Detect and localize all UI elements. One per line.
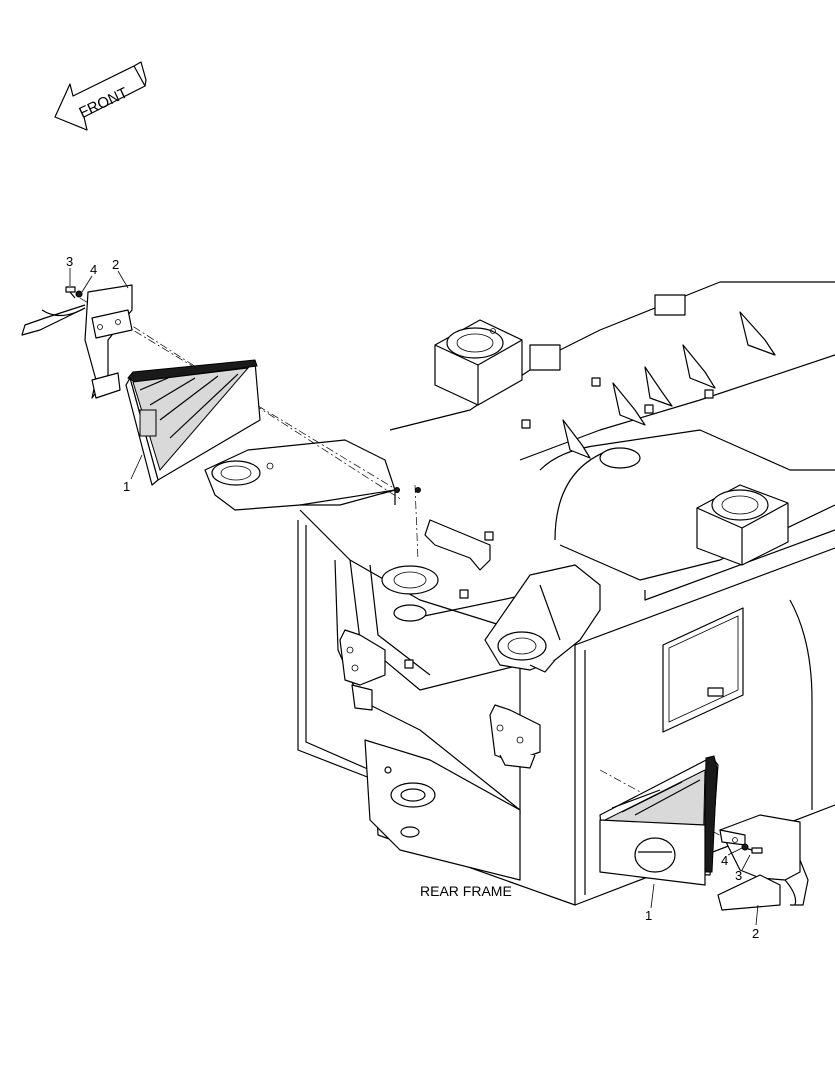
center-plate: [381, 565, 439, 622]
pivot-boss-right: [696, 484, 789, 566]
chock-holder-left: [21, 284, 133, 399]
hinge-bracket-2: [489, 704, 541, 769]
callout-1-right: 1: [645, 908, 652, 923]
callout-3-left: 3: [66, 254, 73, 269]
bolt-left: [65, 286, 76, 299]
rear-frame-caption: REAR FRAME: [420, 883, 512, 899]
callout-2-left: 2: [112, 257, 119, 272]
hinge-bracket-1: [339, 629, 386, 711]
wheel-chock-right: [599, 755, 719, 886]
callouts-left: 3 4 2 1: [66, 254, 143, 494]
yoke: [484, 564, 601, 673]
callout-4-right: 4: [721, 853, 728, 868]
pivot-boss-upper: [434, 319, 523, 406]
wheel-chock-left: [125, 359, 261, 486]
front-arrow: FRONT: [54, 61, 147, 131]
washer-left: [75, 290, 83, 298]
callout-2-right: 2: [752, 926, 759, 941]
washer-right: [741, 843, 749, 851]
callout-3-right: 3: [735, 868, 742, 883]
chock-holder-right: [717, 814, 809, 911]
callout-4-left: 4: [90, 262, 97, 277]
hitch-arm: [204, 439, 396, 511]
callouts-right: 1 2 3 4: [645, 847, 759, 941]
callout-1-left: 1: [123, 479, 130, 494]
